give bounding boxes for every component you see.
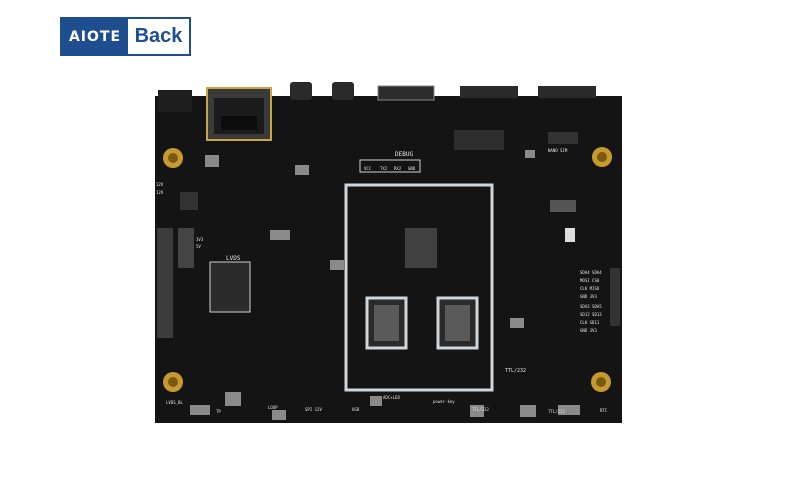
silk-ttl232: TTL/232	[548, 409, 565, 414]
silk-volt: 12V	[156, 190, 164, 195]
silk-debug: DEBUG	[395, 151, 413, 158]
back-button[interactable]: AIOTE Back	[60, 17, 191, 56]
silk-sd: MOSI CS0	[580, 278, 600, 283]
silk-rtc: RTC	[600, 408, 608, 413]
pcb-body	[155, 96, 622, 423]
silk-nano-sim: NANO SIM	[548, 148, 568, 153]
silk-sd: SD12 SD13	[580, 312, 602, 317]
silk-adc-led: ADC+LED	[383, 395, 400, 400]
pin-header	[157, 228, 173, 338]
silk-usb: USB	[352, 407, 360, 412]
silk-volt: 3V3	[196, 237, 204, 242]
pin-header	[610, 268, 620, 326]
back-label: Back	[134, 25, 183, 47]
aiote-logo: AIOTE	[62, 19, 128, 54]
silk-spi: SPI 12V	[305, 407, 322, 412]
silk-ttl232: TTL/232	[472, 407, 489, 412]
silk-debug-pin: GND	[408, 166, 416, 171]
silk-volt: 5V	[196, 244, 201, 249]
power-connector	[158, 90, 192, 112]
silk-sd: SDA3 SDA5	[580, 304, 602, 309]
silk-power-key: power-key	[433, 399, 455, 404]
silk-lvds-bl: LVDS_BL	[166, 400, 183, 405]
usb-connector	[538, 86, 596, 98]
silk-sd: CLK SD11	[580, 320, 600, 325]
usb-connector	[460, 86, 518, 98]
silk-loop: LOOP	[268, 405, 278, 410]
lvds-connector	[209, 261, 251, 313]
debug-header	[359, 159, 421, 173]
som-outline	[344, 183, 494, 392]
sim-slot	[548, 132, 578, 144]
silk-debug-pin: RX2	[394, 166, 402, 171]
audio-jack	[332, 82, 354, 100]
silk-sd: GND 3V3	[580, 294, 597, 299]
silk-volt: 12V	[156, 182, 164, 187]
serial-port	[454, 130, 504, 150]
silk-debug-pin: VCC	[364, 166, 372, 171]
silk-sd: GND 3V3	[580, 328, 597, 333]
silk-lvds: LVDS	[226, 255, 241, 262]
silk-sd: CLK MISO	[580, 286, 600, 291]
silk-debug-pin: TX2	[380, 166, 388, 171]
silk-sd: SDA4 SDA4	[580, 270, 602, 275]
silk-ttl232: TTL/232	[505, 368, 526, 374]
hdmi-connector	[377, 85, 435, 101]
silk-tp: TP	[216, 409, 221, 414]
audio-jack	[290, 82, 312, 100]
